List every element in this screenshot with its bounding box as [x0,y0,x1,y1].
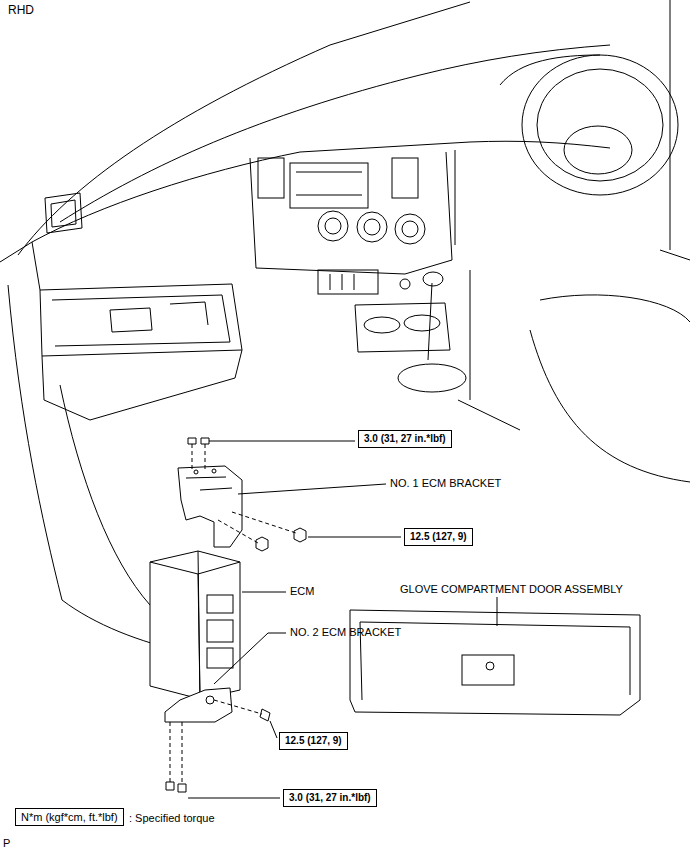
glove-compartment-door-line [462,655,514,685]
cabin-outline-line [660,0,690,260]
part-name: NO. 1 ECM BRACKET [390,477,501,490]
ecm-parts-line [207,595,233,613]
cabin-outline-line [455,55,600,245]
cabin-outline-line [400,279,410,289]
cabin-outline-line [32,242,40,290]
ecm-parts-line [194,470,198,474]
cabin-outline-line [170,302,208,325]
cabin-outline-line [250,152,452,274]
view-label: RHD [8,4,34,17]
torque-spec-box: 3.0 (31, 27 in.*lbf) [283,789,377,807]
cabin-outline-line [110,308,152,332]
leader-line-line [238,484,386,494]
ecm-parts-line [218,512,296,543]
glove-compartment-door-line [486,662,494,670]
leader-line-line [242,592,286,593]
torque-value: 12.5 (127, 9) [285,734,342,748]
cabin-outline-line [32,141,610,242]
cabin-outline-line [564,126,632,174]
torque-value: 3.0 (31, 27 in.*lbf) [364,432,446,446]
figure-code: P [3,837,10,850]
cabin-outline-line [318,211,348,241]
cabin-outline-line [530,330,690,482]
ecm-parts-line [212,469,216,473]
cabin-outline-line [18,2,470,255]
cabin-outline-line [325,218,341,234]
cabin-outline-line [458,270,520,430]
torque-value: 3.0 (31, 27 in.*lbf) [289,791,371,805]
cabin-outline [0,0,690,652]
cabin-outline-line [330,274,354,290]
cabin-outline-line [364,317,400,333]
leader-line-line [308,537,401,538]
cabin-outline-line [40,284,242,356]
cabin-outline-line [395,214,425,244]
cabin-outline-line [522,55,678,195]
cabin-outline-line [296,172,362,195]
cabin-outline-line [537,69,663,181]
torque-value: N*m (kgf*cm, ft.*lbf) [21,810,118,824]
ecm-parts-line [260,709,270,721]
ecm-parts-line [170,722,182,784]
legend-text: : Specified torque [129,812,215,825]
glove-compartment-door-line [350,610,640,715]
cabin-outline-line [364,219,380,235]
leader-line-line [209,441,355,442]
cabin-outline-line [45,193,82,233]
ecm-parts-line [165,688,232,722]
torque-spec-box: 12.5 (127, 9) [279,732,348,750]
ecm-parts-line [207,620,233,642]
part-name: ECM [290,585,314,598]
glove-compartment-door [350,610,640,715]
leader-line-line [270,721,277,738]
ecm-parts-line [294,528,306,542]
torque-spec-box: 12.5 (127, 9) [404,528,473,546]
torque-spec-box: 3.0 (31, 27 in.*lbf) [358,430,452,448]
cabin-outline-line [60,385,150,605]
ecm-parts-line [214,700,262,714]
ecm-parts-line [207,648,233,668]
cabin-outline-line [392,158,418,198]
cabin-outline-line [0,242,32,262]
part-name: NO. 2 ECM BRACKET [290,626,401,639]
cabin-outline-line [51,200,76,227]
torque-value: 12.5 (127, 9) [410,530,467,544]
ecm-parts-line [150,551,240,699]
ecm-parts-line [256,537,268,551]
leader-line-line [497,597,498,626]
ecm-parts-line [166,782,186,792]
part-name: GLOVE COMPARTMENT DOOR ASSEMBLY [400,583,623,596]
legend-unit-box: N*m (kgf*cm, ft.*lbf) [15,808,124,826]
cabin-outline-line [540,295,690,322]
ecm-parts-line [206,696,214,704]
cabin-outline-line [402,221,418,237]
cabin-outline-line [60,45,610,222]
cabin-outline-line [428,283,432,360]
ecm-parts-line [186,477,232,490]
ecm-parts-line [150,551,240,699]
cabin-outline-line [355,303,450,352]
leader-line-line [214,633,286,684]
cabin-outline-line [290,163,368,208]
ecm-parts-line [188,438,209,444]
cabin-outline-line [423,272,443,286]
leader-line [188,441,497,798]
ecm-parts-line [178,466,242,547]
cabin-outline-line [42,350,242,420]
cabin-outline-line [357,212,387,242]
cabin-outline-line [404,315,440,331]
cabin-outline-line [258,158,284,198]
ecm-parts-line [192,444,205,470]
cabin-outline-line [52,295,230,346]
cabin-outline-line [398,364,466,392]
cabin-outline-line [318,270,378,294]
leader-line-line [188,798,280,799]
